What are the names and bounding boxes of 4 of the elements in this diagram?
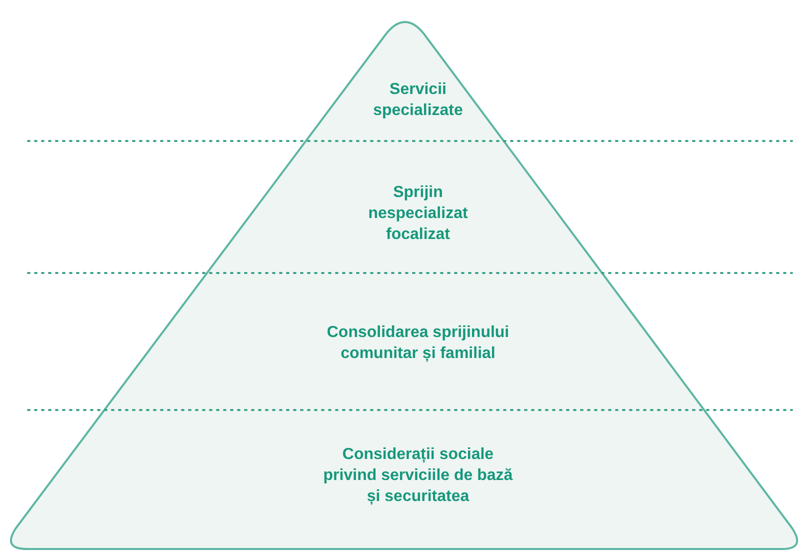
layer-label: Servicii specializate — [372, 80, 464, 121]
layer-label: Considerații sociale privind serviciile de bază și securitatea — [322, 444, 514, 506]
layer-label: Sprijin nespecializat focalizat — [367, 182, 469, 244]
layer-label: Consolidarea sprijinului comunitar și familial — [326, 323, 510, 364]
